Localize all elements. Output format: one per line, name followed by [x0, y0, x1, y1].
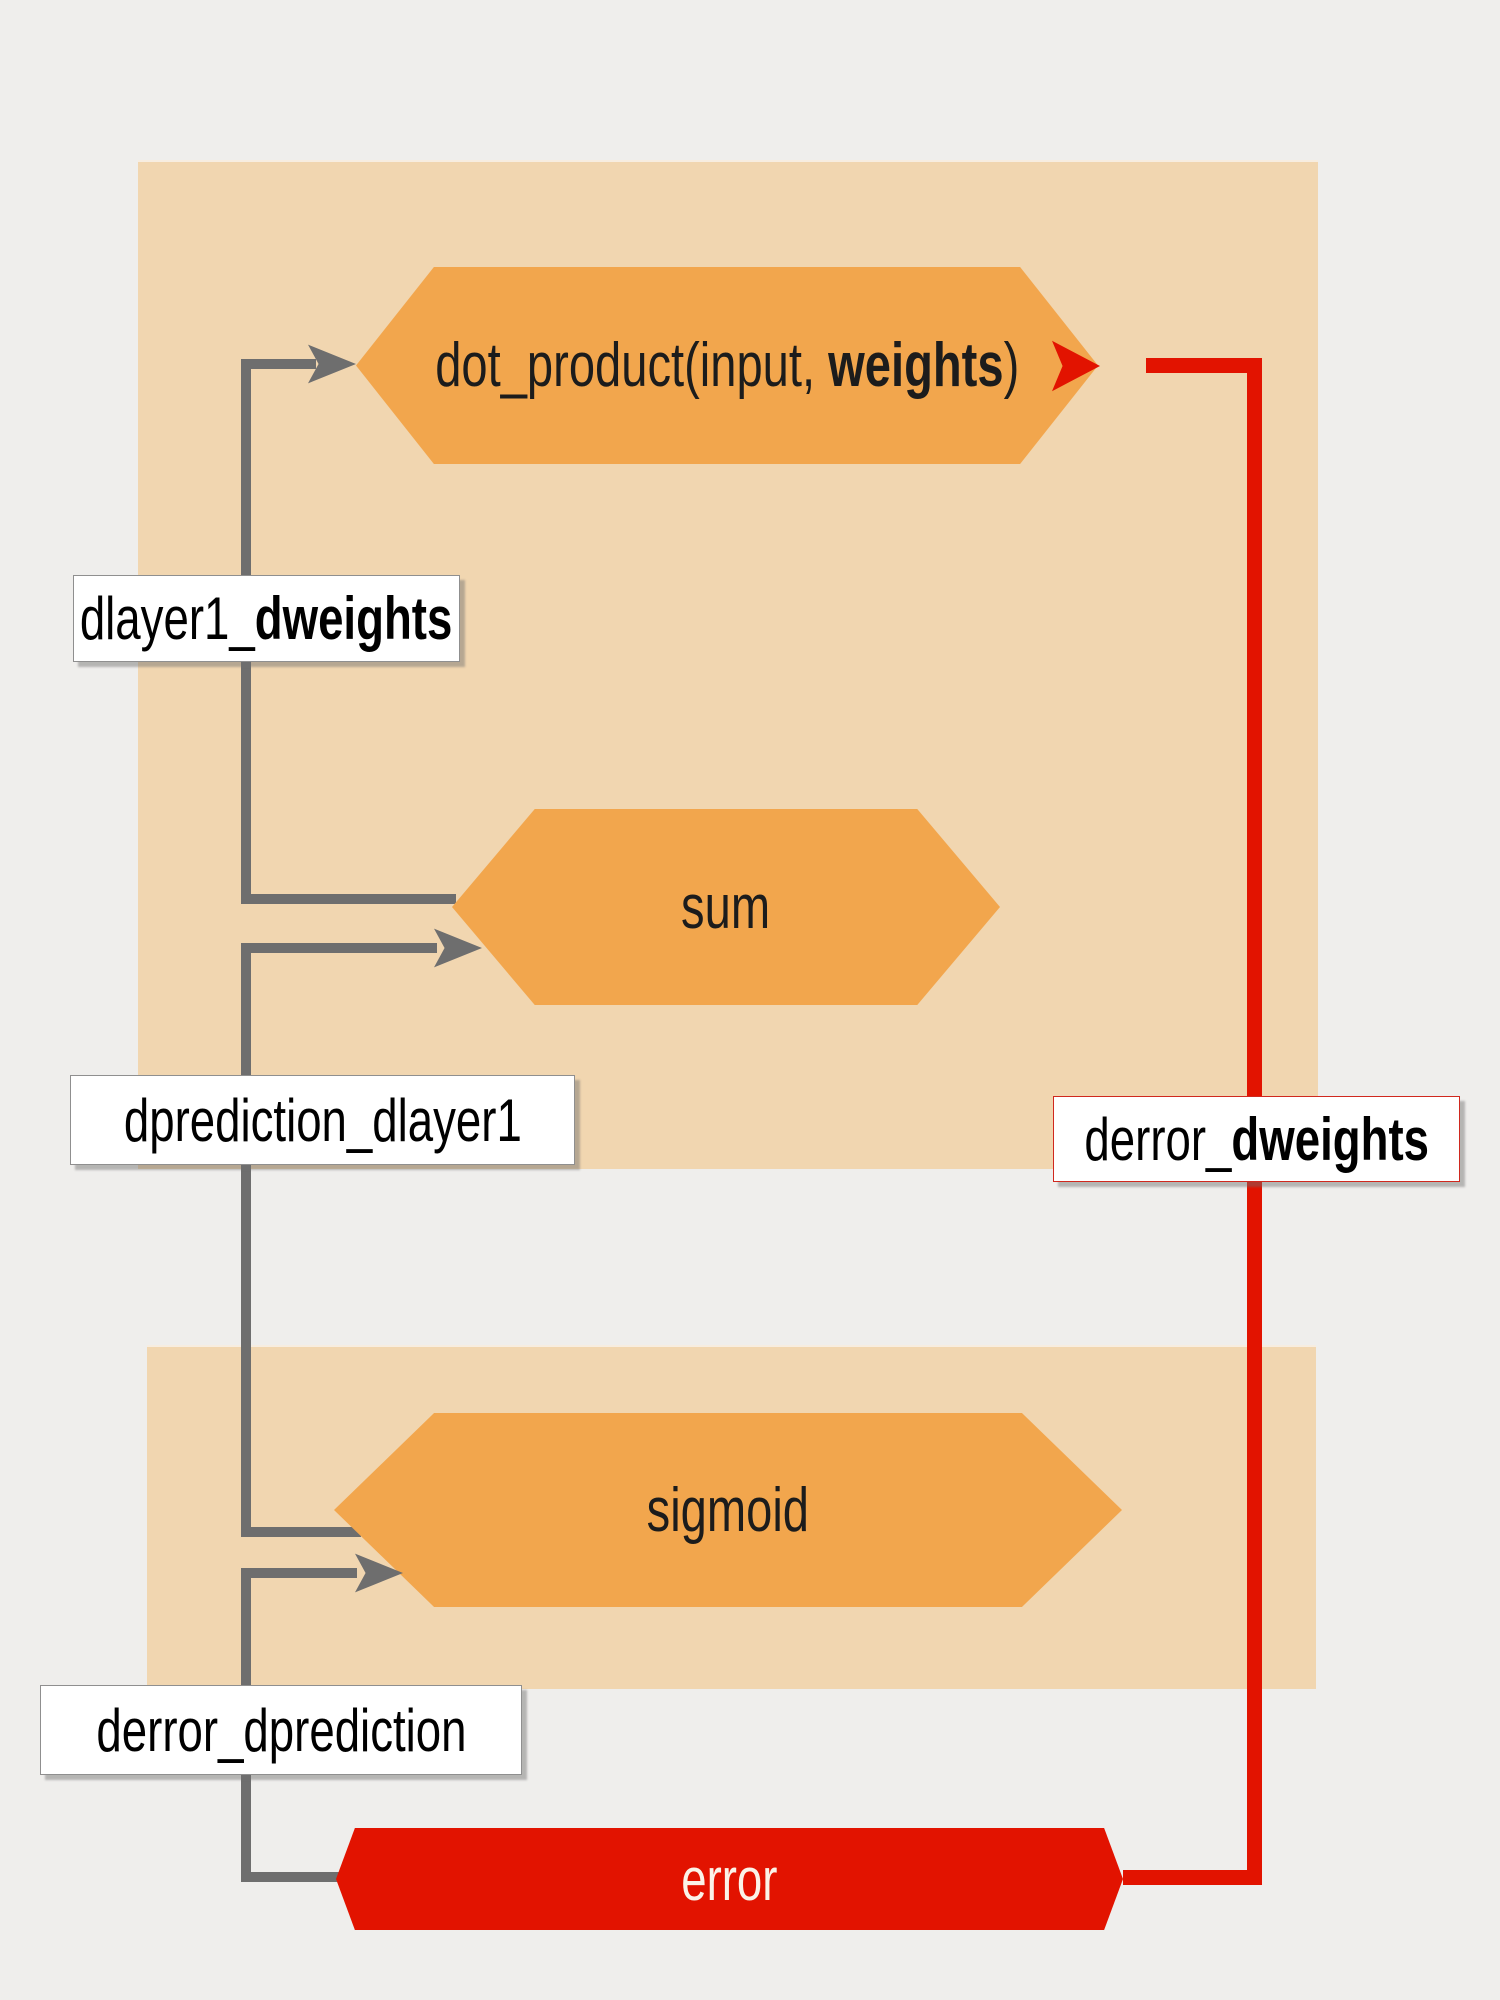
- gray-path-b-vertical-segment: [241, 943, 251, 1537]
- edge-label-dprediction-dlayer1: dprediction_dlayer1: [70, 1075, 575, 1165]
- edge-label-dlayer1-dweights: dlayer1_dweights: [73, 575, 460, 662]
- edge-label-dlayer1-dweights-text: dlayer1_dweights: [80, 585, 453, 652]
- gray-path-c-bottom-segment: [241, 1872, 342, 1882]
- edge-label-derror-dprediction-text: derror_dprediction: [95, 1696, 467, 1764]
- sigmoid-node-label: sigmoid: [646, 1475, 810, 1545]
- gray-path-a-bottom-segment: [241, 894, 456, 904]
- red-path-bottom-segment: [1123, 1870, 1262, 1885]
- sigmoid-node: sigmoid: [334, 1413, 1122, 1607]
- edge-label-derror-dprediction: derror_dprediction: [40, 1685, 522, 1775]
- error-node-label: error: [681, 1845, 778, 1913]
- gray-path-a-top-segment: [241, 359, 316, 369]
- red-path-top-segment: [1146, 358, 1262, 373]
- dot-product-node-label: dot_product(input, weights): [434, 331, 1020, 400]
- edge-label-derror-dweights: derror_dweights: [1053, 1096, 1460, 1182]
- error-node: error: [336, 1828, 1123, 1930]
- sum-node-label: sum: [681, 872, 771, 942]
- sum-node: sum: [452, 809, 1000, 1005]
- gray-path-b-bottom-segment: [241, 1527, 361, 1537]
- dot-product-node: dot_product(input, weights): [356, 267, 1098, 464]
- gray-path-c-top-segment: [241, 1568, 357, 1578]
- gray-path-b-top-segment: [241, 943, 437, 953]
- edge-label-dprediction-dlayer1-text: dprediction_dlayer1: [123, 1086, 522, 1154]
- edge-label-derror-dweights-text: derror_dweights: [1084, 1105, 1429, 1173]
